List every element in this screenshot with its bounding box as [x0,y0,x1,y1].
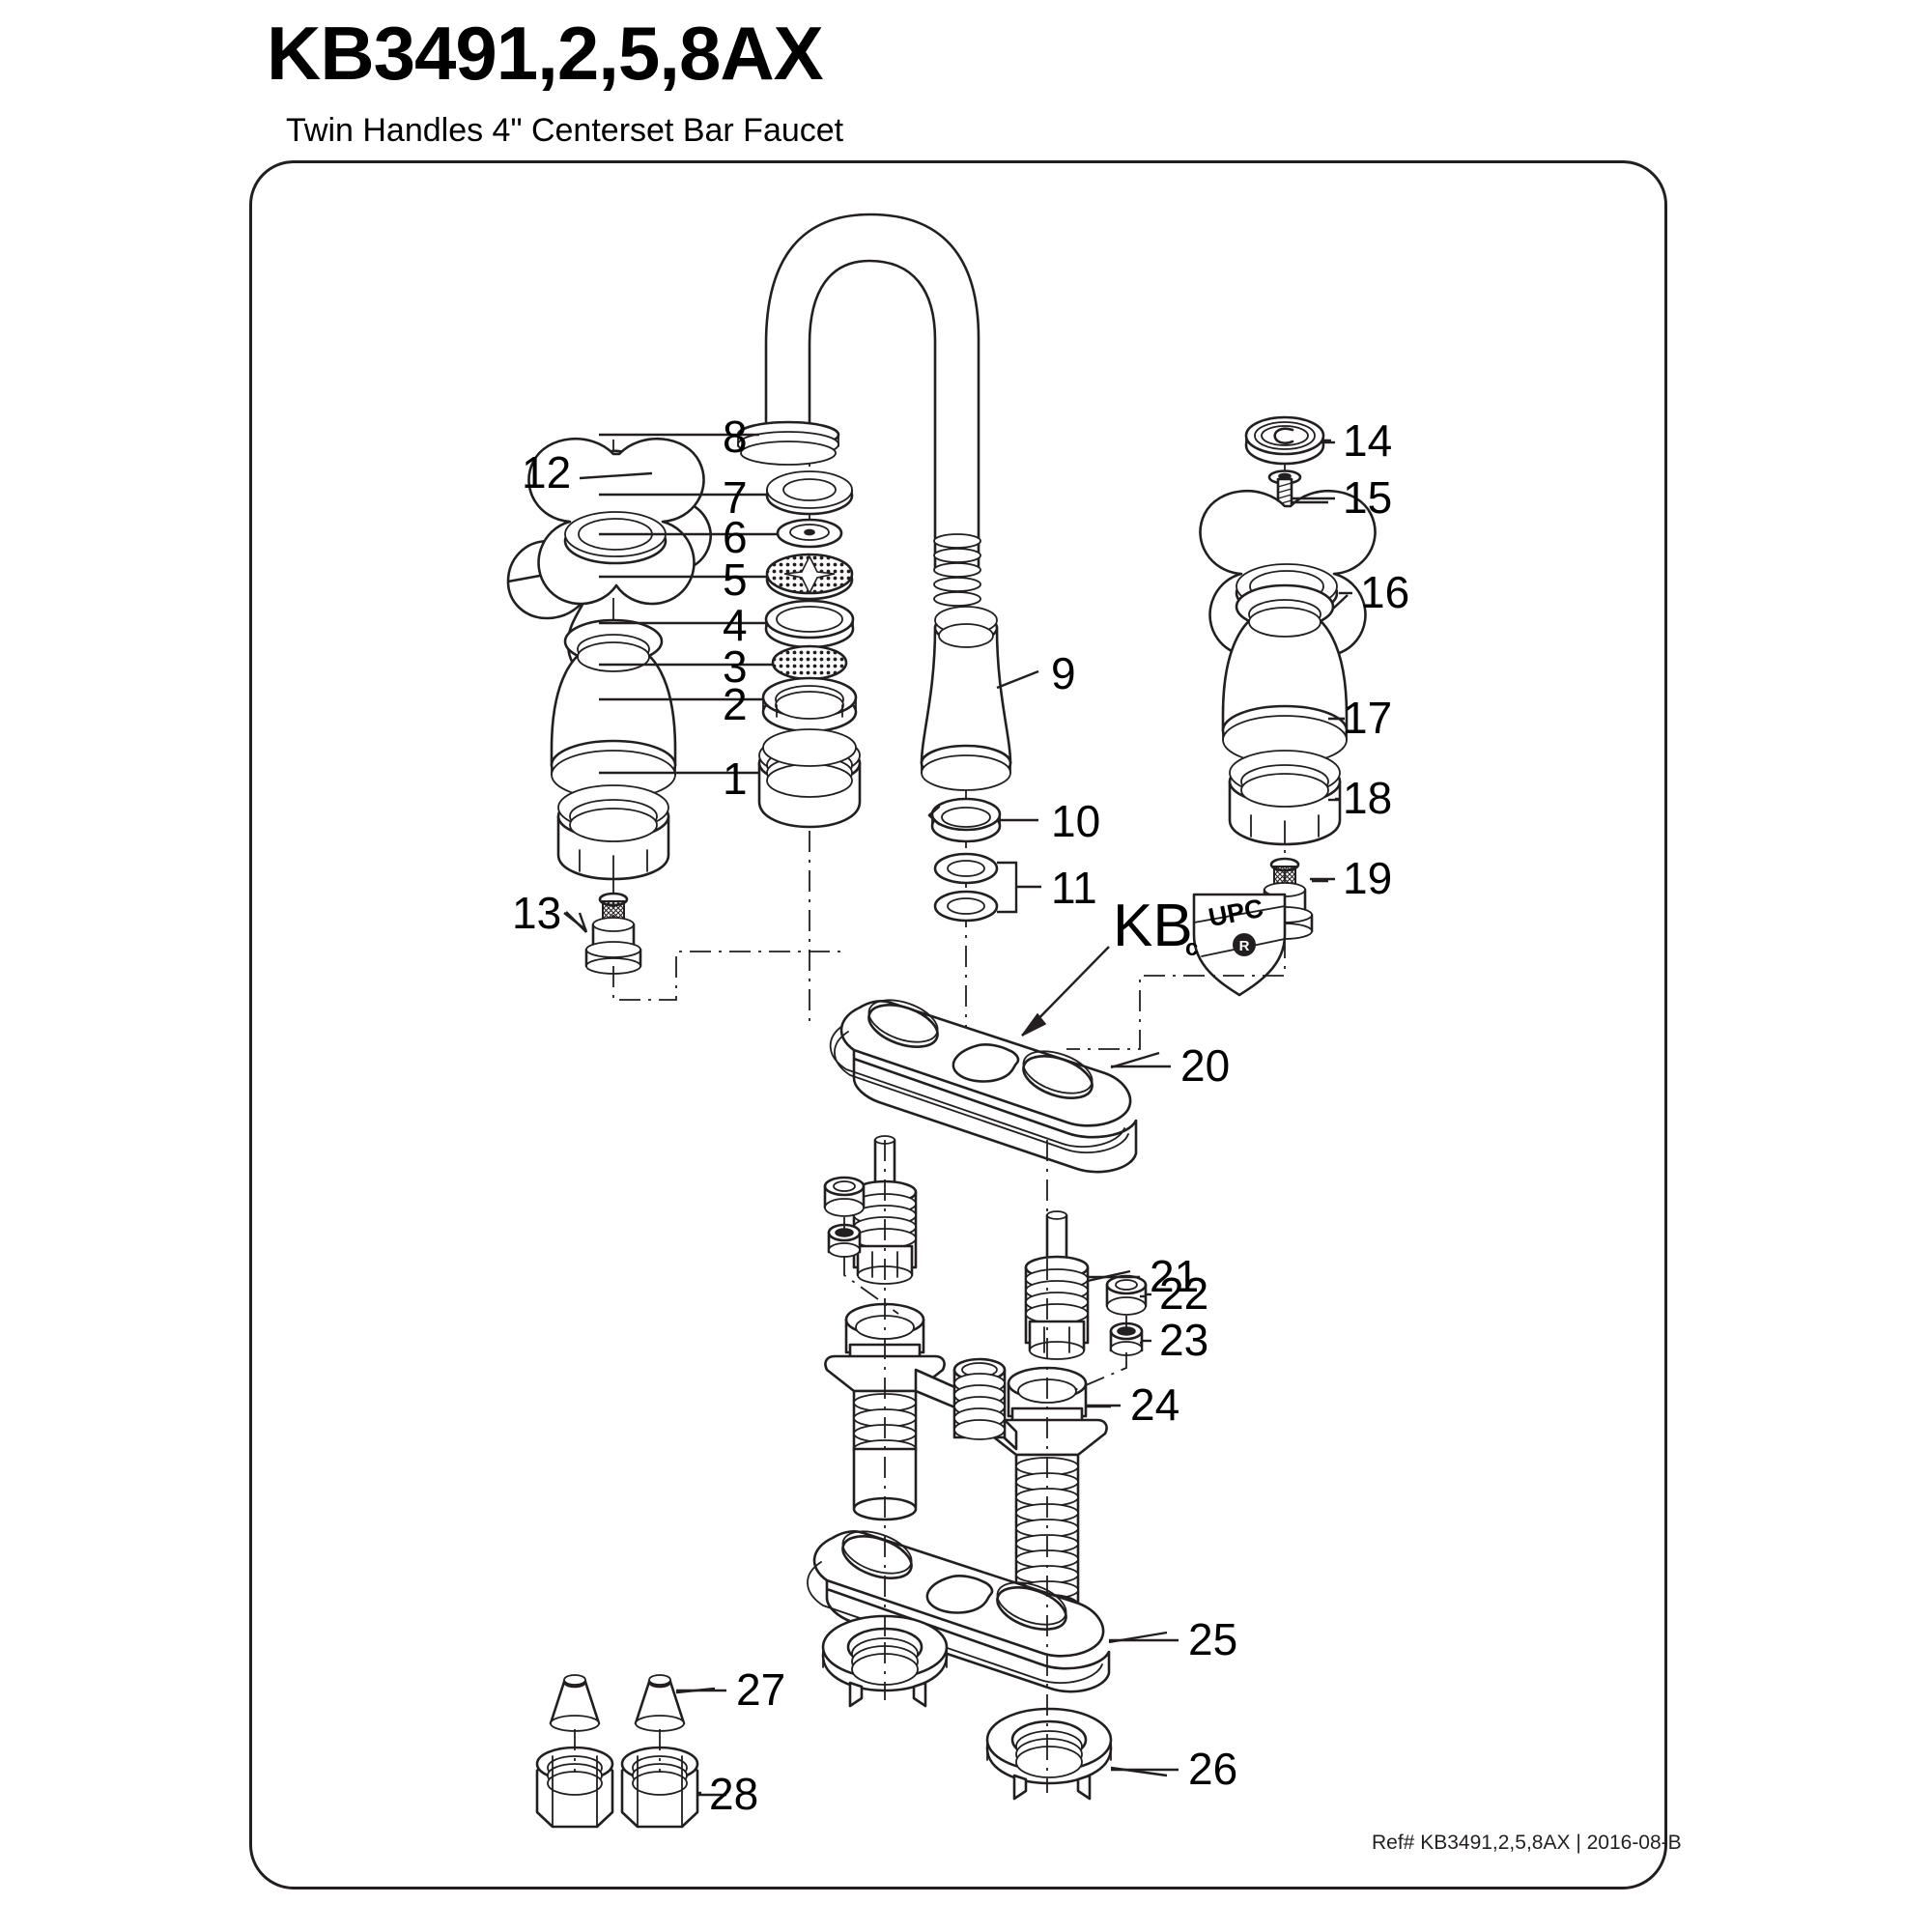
callout-16: 16 [1360,567,1410,617]
document-footer-reference: Ref# KB3491,2,5,8AX | 2016-08-B [1372,1832,1682,1854]
kb-brand-subscript: c [1185,935,1199,961]
callout-21: 21 [1150,1251,1200,1301]
callout-9: 9 [1051,648,1076,698]
callout-8: 8 [723,412,748,462]
callout-1: 1 [723,753,748,804]
callout-4: 4 [723,600,748,650]
callout-2: 2 [723,679,748,729]
callout-13: 13 [512,888,562,938]
diagram-frame [249,160,1667,1889]
callout-12: 12 [522,447,572,497]
kb-brand-mark: KB [1113,893,1193,959]
callout-11: 11 [1051,863,1097,913]
page-subtitle: Twin Handles 4" Centerset Bar Faucet [286,112,844,149]
callout-19: 19 [1343,853,1393,903]
callout-28: 28 [709,1769,759,1819]
callout-15: 15 [1343,472,1393,523]
callout-25: 25 [1188,1614,1238,1664]
callout-6: 6 [723,512,748,562]
callout-23: 23 [1159,1315,1209,1365]
callout-26: 26 [1188,1744,1238,1794]
callout-14: 14 [1343,415,1393,466]
callout-22: 22 [1159,1268,1209,1319]
callout-18: 18 [1343,773,1393,823]
callout-7: 7 [723,472,748,523]
callout-10: 10 [1051,796,1101,846]
callout-17: 17 [1343,693,1393,743]
callout-24: 24 [1130,1379,1180,1430]
callout-5: 5 [723,554,748,605]
callout-20: 20 [1180,1040,1231,1091]
callout-3: 3 [723,641,748,692]
page-title: KB3491,2,5,8AX [267,11,824,96]
callout-27: 27 [736,1664,786,1715]
